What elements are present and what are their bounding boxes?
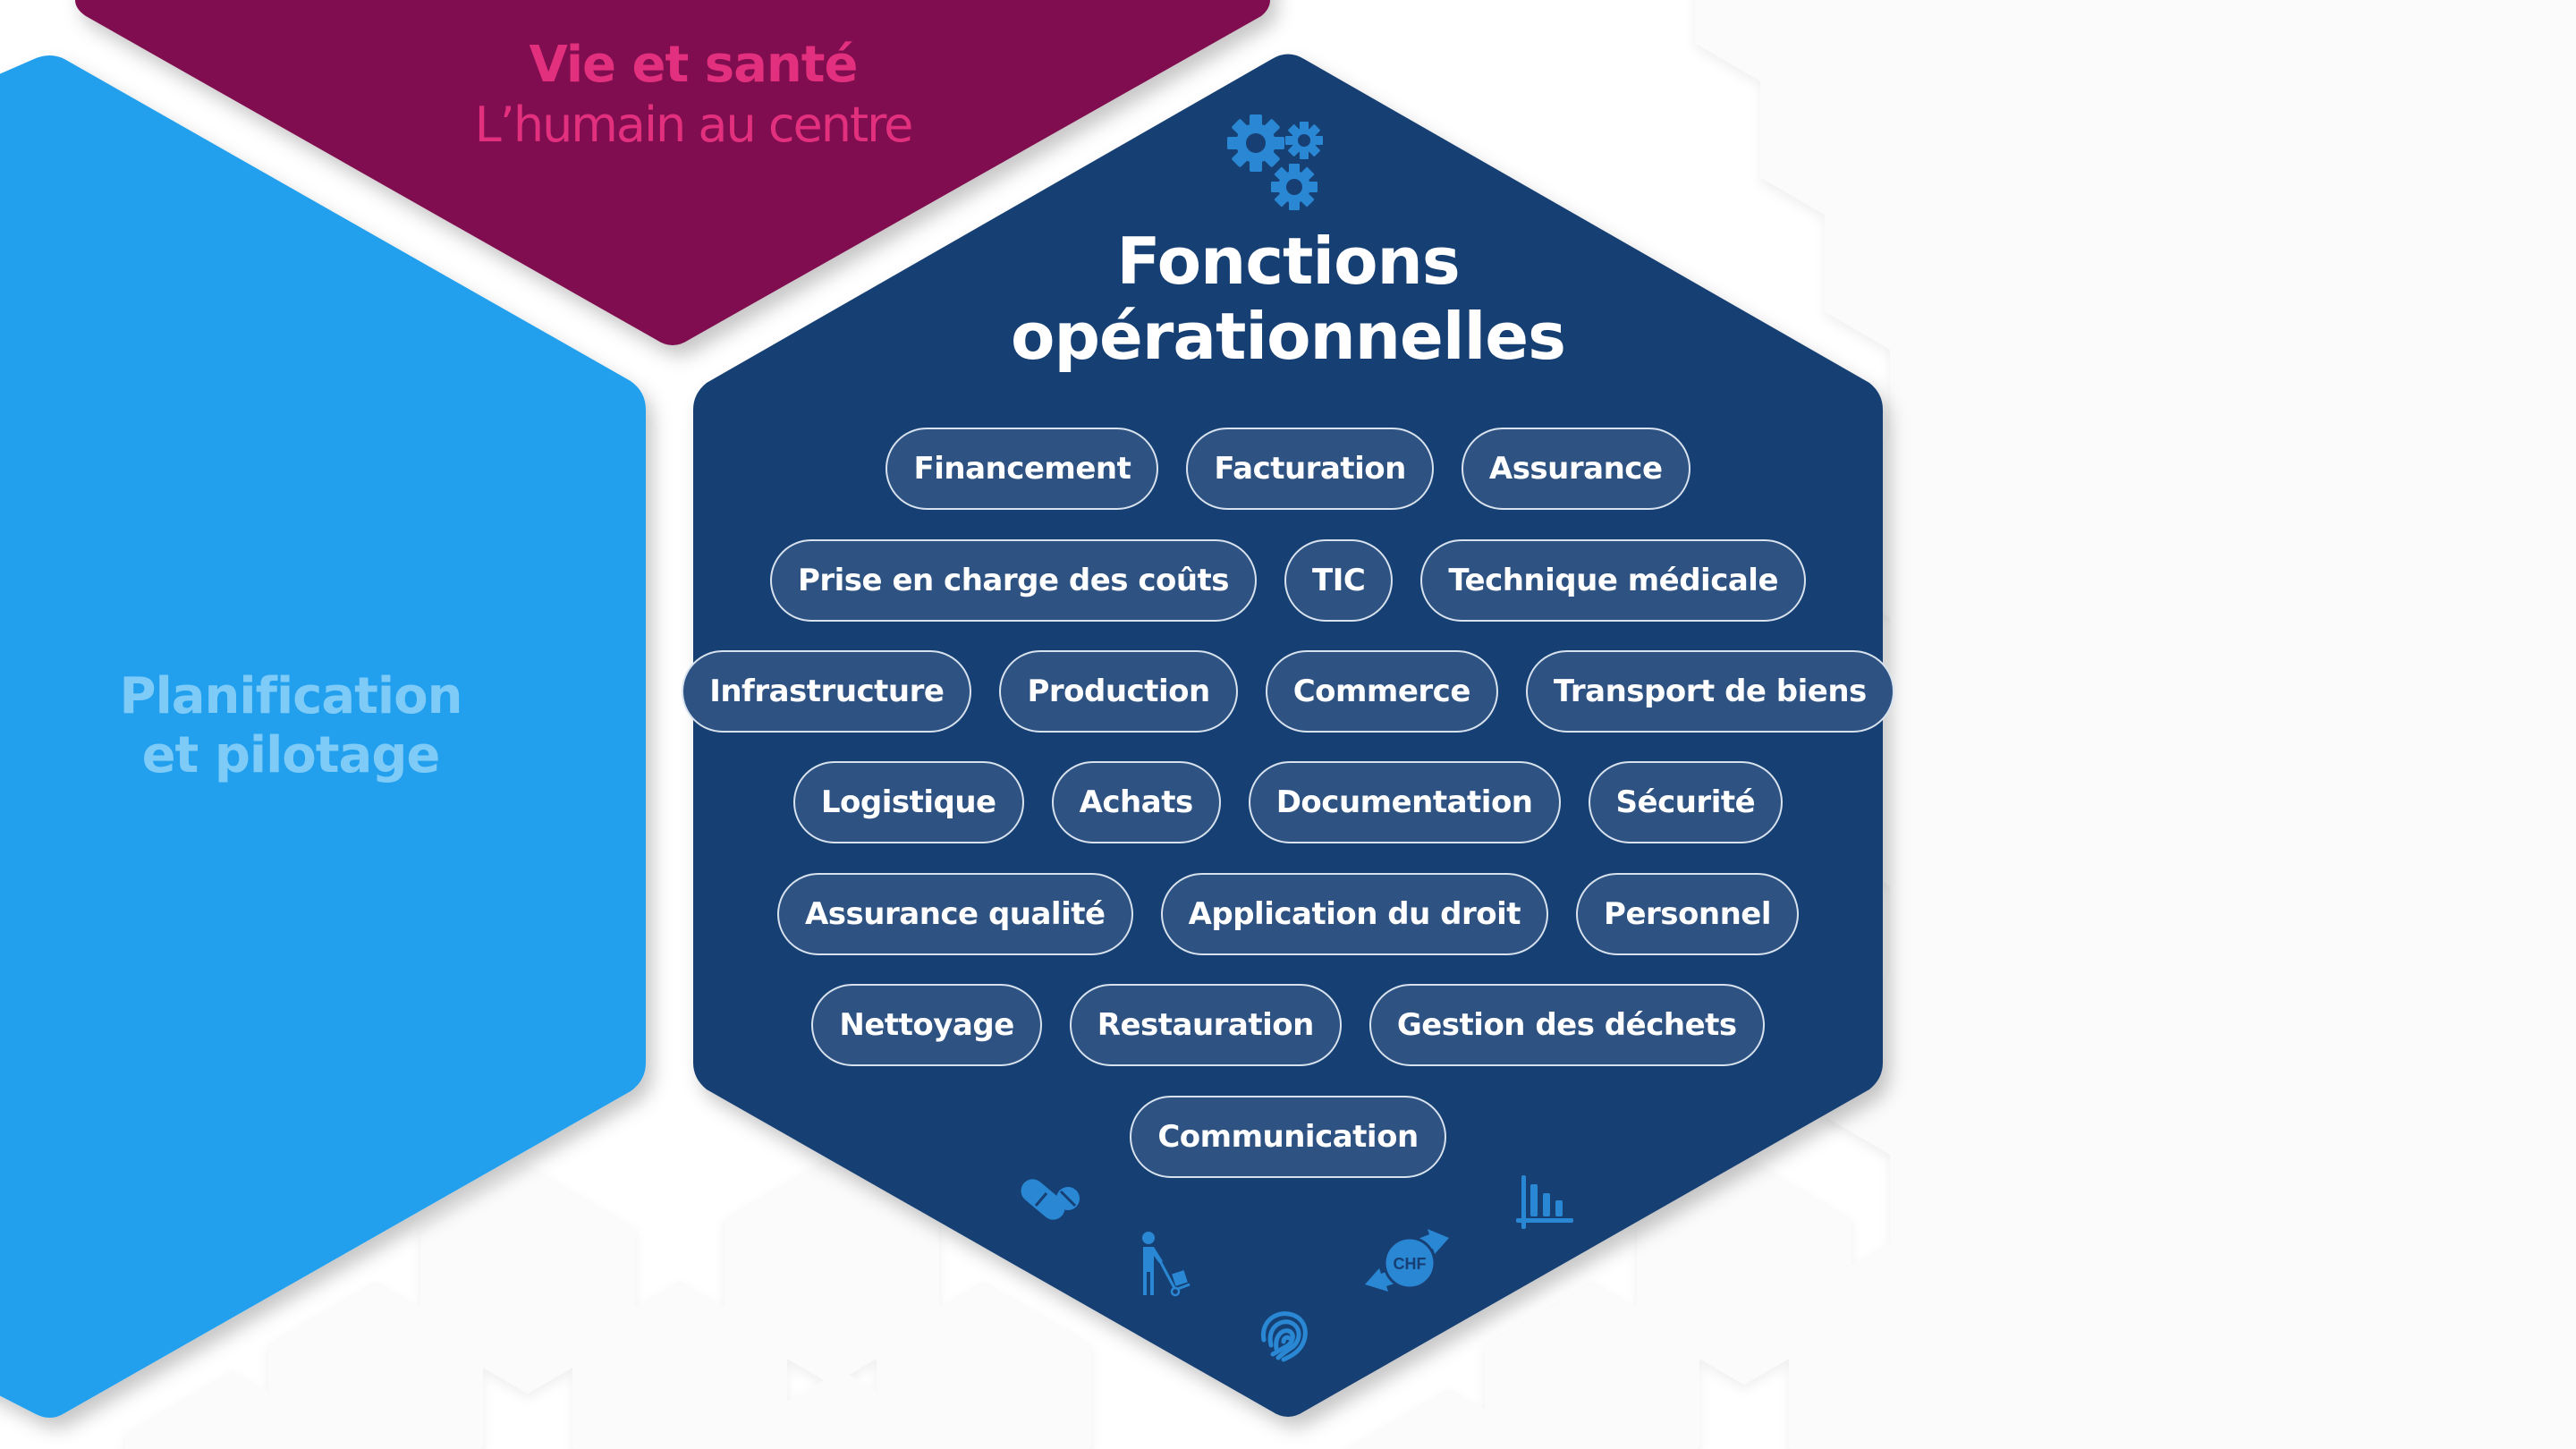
fonctions-hexagon[interactable]	[693, 54, 1883, 1418]
fonctions-title: Fonctions opérationnelles	[930, 224, 1646, 374]
currency-label: CHF	[1394, 1255, 1427, 1273]
pill-row-2: Prise en charge des coûts TIC Technique …	[693, 539, 1883, 622]
pill-achats[interactable]: Achats	[1051, 761, 1221, 843]
vie-et-sante-subtitle: L’humain au centre	[474, 97, 914, 153]
pill-row-1: Financement Facturation Assurance	[693, 428, 1883, 510]
pill-restauration[interactable]: Restauration	[1069, 984, 1342, 1066]
pill-personnel[interactable]: Personnel	[1576, 873, 1799, 955]
vie-et-sante-title: Vie et santé	[529, 36, 858, 94]
person-hand-truck-icon	[1142, 1232, 1191, 1297]
pill-row-7: Communication	[693, 1096, 1883, 1178]
vie-et-sante-hexagon[interactable]	[72, 0, 1270, 345]
fingerprint-icon	[1260, 1311, 1308, 1362]
pill-prise-en-charge-des-couts[interactable]: Prise en charge des coûts	[769, 539, 1258, 622]
pill-securite[interactable]: Sécurité	[1588, 761, 1784, 843]
currency-exchange-icon: CHF	[1365, 1229, 1449, 1292]
pill-technique-medicale[interactable]: Technique médicale	[1420, 539, 1807, 622]
pill-transport-de-biens[interactable]: Transport de biens	[1525, 650, 1894, 733]
planification-title: Planification et pilotage	[54, 667, 528, 785]
pill-row-3: Infrastructure Production Commerce Trans…	[682, 650, 1894, 733]
pill-application-du-droit[interactable]: Application du droit	[1160, 873, 1549, 955]
pill-assurance-qualite[interactable]: Assurance qualité	[776, 873, 1133, 955]
pill-assurance[interactable]: Assurance	[1461, 428, 1690, 510]
planification-title-line1: Planification	[119, 667, 463, 725]
pill-documentation[interactable]: Documentation	[1248, 761, 1561, 843]
fonctions-title-line1: Fonctions	[1116, 224, 1460, 299]
pills-icon	[1021, 1179, 1080, 1220]
pill-infrastructure[interactable]: Infrastructure	[682, 650, 972, 733]
pill-communication[interactable]: Communication	[1130, 1096, 1446, 1178]
fonctions-title-line2: opérationnelles	[1011, 299, 1566, 374]
pill-commerce[interactable]: Commerce	[1265, 650, 1498, 733]
pill-logistique[interactable]: Logistique	[792, 761, 1024, 843]
pill-row-5: Assurance qualité Application du droit P…	[693, 873, 1883, 955]
pill-gestion-des-dechets[interactable]: Gestion des déchets	[1368, 984, 1765, 1066]
planification-title-line2: et pilotage	[141, 726, 441, 784]
bar-chart-icon	[1516, 1175, 1573, 1229]
pill-row-6: Nettoyage Restauration Gestion des déche…	[693, 984, 1883, 1066]
pill-row-4: Logistique Achats Documentation Sécurité	[693, 761, 1883, 843]
gears-icon	[1227, 114, 1323, 210]
pill-facturation[interactable]: Facturation	[1186, 428, 1434, 510]
planification-hexagon[interactable]	[0, 55, 646, 1418]
pill-nettoyage[interactable]: Nettoyage	[811, 984, 1042, 1066]
pill-production[interactable]: Production	[999, 650, 1238, 733]
pill-tic[interactable]: TIC	[1284, 539, 1394, 622]
pill-financement[interactable]: Financement	[886, 428, 1159, 510]
